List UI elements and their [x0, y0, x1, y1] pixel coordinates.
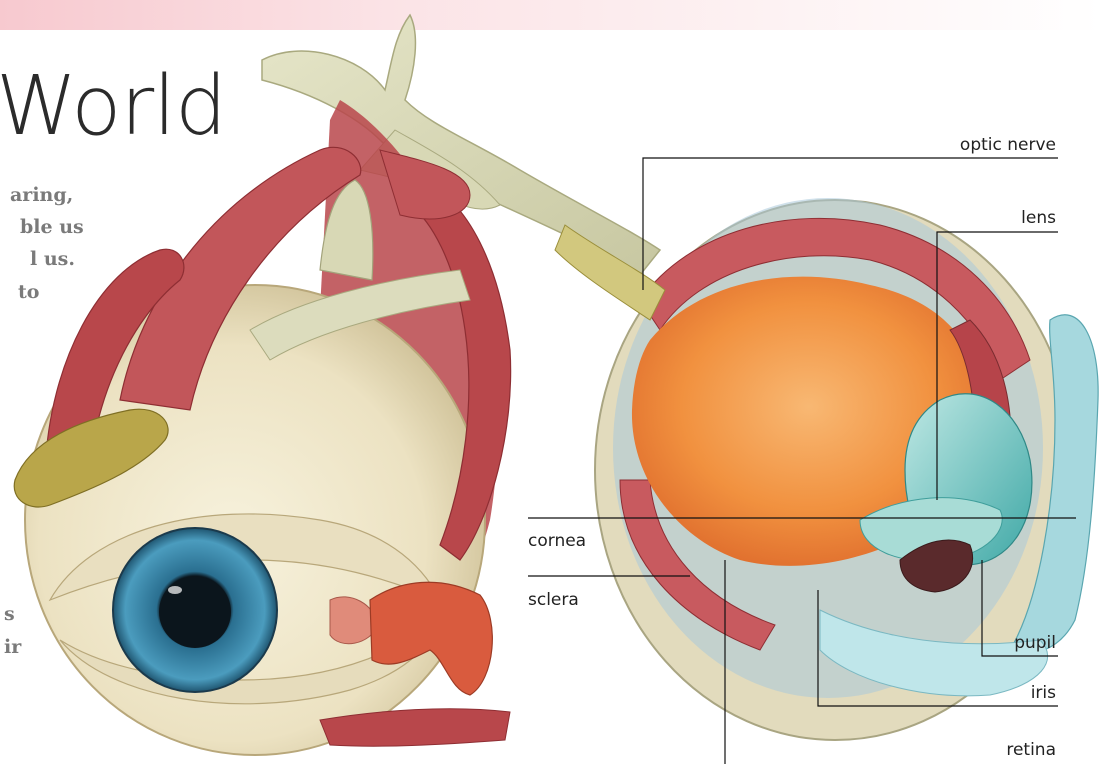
label-optic-nerve: optic nerve	[960, 135, 1056, 155]
external-eye	[14, 100, 510, 755]
label-sclera: sclera	[528, 590, 579, 610]
label-cornea: cornea	[528, 531, 586, 551]
eye-cross-section	[555, 198, 1098, 740]
label-iris: iris	[1031, 683, 1056, 703]
label-lens: lens	[1021, 208, 1056, 228]
label-pupil: pupil	[1014, 633, 1056, 653]
label-retina: retina	[1006, 740, 1056, 760]
